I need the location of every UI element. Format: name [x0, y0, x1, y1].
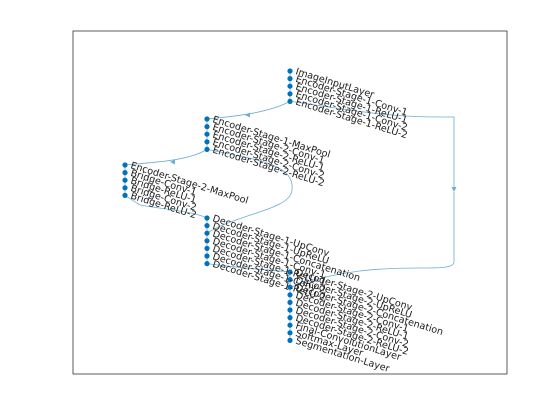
graph-node [287, 98, 293, 104]
graph-node [204, 131, 210, 137]
graph-node [122, 192, 128, 198]
edge-arrowhead [245, 112, 250, 118]
edge-line [206, 263, 291, 273]
graph-node [204, 146, 210, 152]
graph-node [287, 292, 293, 298]
graph-node [287, 337, 293, 343]
nodes-layer [122, 68, 293, 343]
graph-node [287, 330, 293, 336]
edge-line [206, 101, 291, 120]
graph-node [204, 215, 210, 221]
edge-line [289, 101, 455, 190]
graph-node [204, 139, 210, 145]
graph-node [287, 83, 293, 89]
edge-arrowhead [170, 159, 175, 165]
graph-node [122, 177, 128, 183]
graph-node [287, 76, 293, 82]
edge-arrowhead [451, 187, 457, 192]
graph-node [287, 91, 293, 97]
graph-node [204, 238, 210, 244]
graph-node [204, 116, 210, 122]
edge-line [124, 149, 208, 166]
edge-line [206, 149, 293, 234]
graph-node [287, 269, 293, 275]
graph-node [122, 162, 128, 168]
graph-node [287, 277, 293, 283]
graph-node [204, 253, 210, 259]
graph-node [287, 299, 293, 305]
graph-node [287, 322, 293, 328]
graph-node [287, 307, 293, 313]
graph-node [204, 245, 210, 251]
graph-node [204, 261, 210, 267]
graph-node [122, 185, 128, 191]
edge-line [289, 192, 455, 288]
edge-line [124, 195, 208, 219]
graph-node [122, 170, 128, 176]
graph-node [204, 124, 210, 130]
graph-node [204, 223, 210, 229]
graph-node [204, 230, 210, 236]
graph-node [287, 68, 293, 74]
graph-node [287, 284, 293, 290]
graph-node [287, 315, 293, 321]
